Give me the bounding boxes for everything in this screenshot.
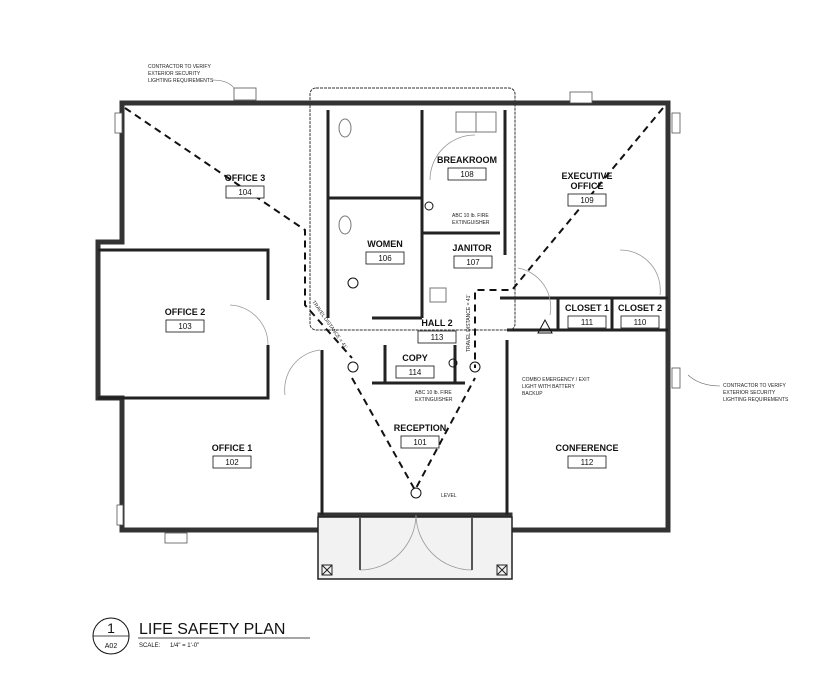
travel-paths: [124, 107, 664, 493]
room-name: WOMEN: [367, 239, 403, 249]
drawing-title: LIFE SAFETY PLAN: [139, 621, 285, 638]
travel-distance-label: TRAVEL DISTANCE = 41': [466, 295, 472, 352]
note-text: LIGHT WITH BATTERY: [522, 384, 575, 390]
room-name: OFFICE 1: [212, 443, 253, 453]
room-number: 108: [460, 170, 474, 179]
room-number: 110: [634, 318, 647, 327]
room-number: 106: [378, 254, 392, 263]
room-name: JANITOR: [452, 243, 492, 253]
room-number: 112: [581, 458, 594, 467]
note-text: EXTERIOR SECURITY: [148, 71, 201, 77]
entry-porch: [317, 514, 513, 580]
annotations: CONTRACTOR TO VERIFY EXTERIOR SECURITY L…: [148, 64, 789, 499]
warning-triangle-icon: [537, 318, 553, 334]
drawing-number: 1: [107, 620, 115, 636]
room-number: 114: [409, 368, 422, 377]
sheet-number: A02: [105, 643, 118, 650]
room-name: OFFICE 3: [225, 173, 266, 183]
room-name: EXECUTIVE: [561, 171, 612, 181]
room-name: CONFERENCE: [555, 443, 618, 453]
room-number: 109: [580, 196, 594, 205]
note-text: EXTINGUISHER: [452, 220, 490, 226]
fixtures: [338, 111, 497, 303]
fire-extinguisher-icon: [448, 358, 458, 368]
room-name: CLOSET 2: [618, 303, 662, 313]
room-name: COPY: [402, 353, 428, 363]
room-name: RECEPTION: [394, 423, 447, 433]
room-number: 102: [225, 458, 239, 467]
drawing-title-block: 1 A02 LIFE SAFETY PLAN SCALE: 1/4" = 1'-…: [92, 617, 310, 655]
emergency-light-icons: [347, 201, 553, 499]
note-text: CONTRACTOR TO VERIFY: [148, 64, 211, 70]
level-label: LEVEL: [441, 493, 457, 499]
note-text: LIGHTING REQUIREMENTS: [148, 78, 214, 84]
note-text: COMBO EMERGENCY / EXIT: [522, 377, 590, 383]
note-text: ABC 10 lb. FIRE: [452, 213, 489, 219]
fire-extinguisher-icon: [424, 201, 434, 211]
room-name: HALL 2: [421, 318, 452, 328]
room-number: 113: [431, 333, 444, 342]
scale-value: 1/4" = 1'-0": [170, 643, 199, 649]
note-text: BACKUP: [522, 391, 543, 397]
revision-cloud: [309, 87, 516, 331]
room-name: OFFICE: [571, 181, 604, 191]
room-number: 107: [466, 258, 480, 267]
note-text: EXTINGUISHER: [415, 397, 453, 403]
room-labels: OFFICE 3 104 OFFICE 2 103 OFFICE 1 102 W…: [165, 155, 662, 469]
room-number: 111: [581, 318, 594, 327]
note-text: CONTRACTOR TO VERIFY: [723, 383, 786, 389]
note-text: EXTERIOR SECURITY: [723, 390, 776, 396]
room-name: CLOSET 1: [565, 303, 609, 313]
note-text: LIGHTING REQUIREMENTS: [723, 397, 789, 403]
room-number: 103: [178, 322, 192, 331]
room-number: 104: [238, 188, 252, 197]
interior-walls: [98, 110, 668, 515]
note-text: ABC 10 lb. FIRE: [415, 390, 452, 396]
room-number: 101: [413, 438, 427, 447]
room-name: BREAKROOM: [437, 155, 497, 165]
room-name: OFFICE 2: [165, 307, 206, 317]
scale-label: SCALE:: [139, 643, 161, 649]
